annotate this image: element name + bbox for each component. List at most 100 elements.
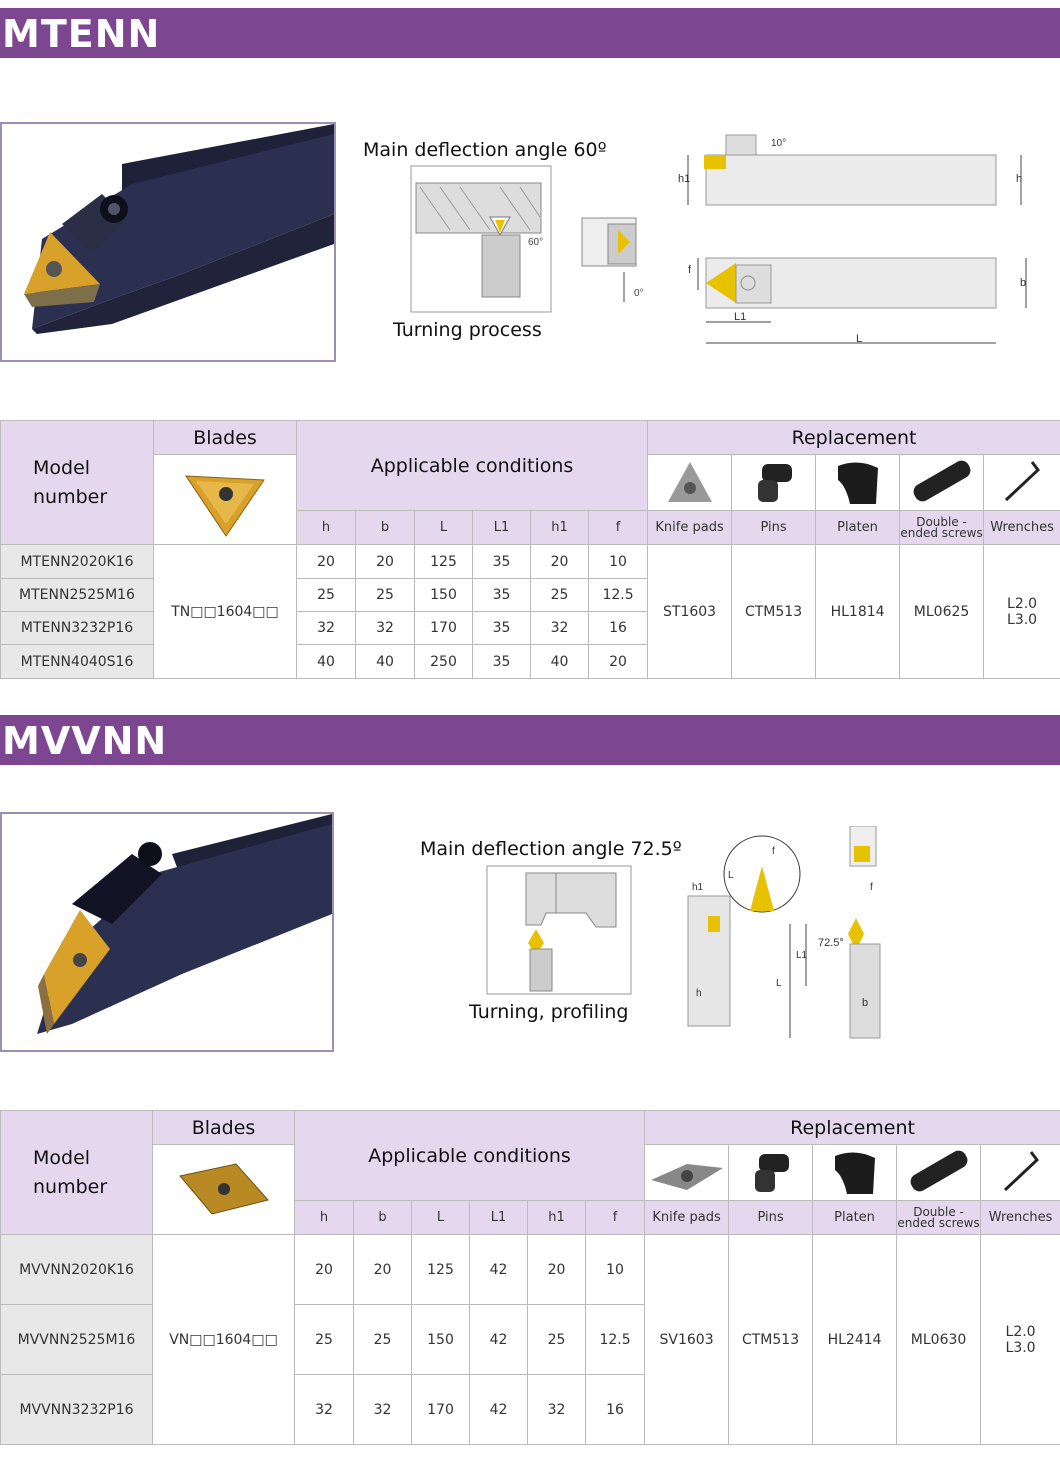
- f-label-2: f: [870, 882, 873, 893]
- value-cell: 25: [296, 578, 356, 612]
- mvvnn-spec-table: Model number Blades Applicable condition…: [0, 1110, 1060, 1445]
- value-cell: 16: [587, 611, 649, 645]
- process-caption-2: Turning, profiling: [469, 1001, 629, 1023]
- model-cell: MTENN2525M16: [0, 578, 154, 612]
- wrench-icon: [1003, 1150, 1039, 1191]
- screw-value: ML0625: [899, 544, 985, 679]
- value-cell: 10: [587, 544, 649, 579]
- cond-col-L1: L1: [472, 510, 531, 545]
- diagram-zero-label: 0°: [634, 288, 644, 299]
- value-cell: 16: [584, 1374, 646, 1445]
- value-cell: 25: [355, 578, 415, 612]
- diagram-angle-label: 60°: [528, 237, 543, 248]
- knife-pad-icon: [667, 461, 712, 502]
- pin-image: [731, 454, 817, 511]
- wrench-value-2: L3.0: [1005, 1339, 1036, 1356]
- dimension-diagram-2: L f h1 h L1 L 72.5° f b: [687, 826, 881, 1039]
- wrench-icon: [1005, 460, 1041, 501]
- section-title: MVVNN: [2, 719, 168, 763]
- value-cell: 32: [294, 1374, 354, 1445]
- blade-image-cell: [152, 1144, 295, 1235]
- pin-icon: [754, 1153, 789, 1192]
- repl-col-knife-pads: Knife pads: [644, 1200, 730, 1235]
- value-cell: 20: [355, 544, 415, 579]
- value-cell: 12.5: [587, 578, 649, 612]
- dimension-diagram: h1 h 10° f b L1 L: [678, 134, 1027, 345]
- tool-holder-image: [24, 124, 334, 334]
- f-label-inset: f: [772, 846, 775, 857]
- blade-code-cell: TN□□1604□□: [153, 544, 297, 679]
- value-cell: 10: [584, 1234, 646, 1305]
- model-cell: MTENN2020K16: [0, 544, 154, 579]
- value-cell: 20: [527, 1234, 586, 1305]
- value-cell: 40: [296, 644, 356, 679]
- h-label-2: h: [696, 988, 702, 999]
- platen-icon: [837, 461, 878, 504]
- table-row: MVVNN2020K16 VN□□1604□□ 20 20 125 42 20 …: [0, 1234, 1060, 1445]
- table-row: MTENN2020K16 TN□□1604□□ 20 20 125 35 20 …: [0, 544, 1060, 679]
- knife-pad-image: [644, 1144, 730, 1201]
- cond-col-L1: L1: [469, 1200, 528, 1235]
- mtenn-spec-table: Model number Blades Applicable condition…: [0, 420, 1060, 679]
- h1-label-2: h1: [692, 882, 704, 893]
- model-cell: MTENN4040S16: [0, 644, 154, 679]
- b-label: b: [1020, 277, 1026, 289]
- pin-icon: [757, 463, 792, 502]
- section-banner-mtenn: MTENN: [0, 8, 1060, 58]
- value-cell: 150: [414, 578, 473, 612]
- tool-holder-image-2: [37, 814, 332, 1034]
- cond-col-L: L: [411, 1200, 470, 1235]
- cond-col-L: L: [414, 510, 473, 545]
- value-cell: 32: [527, 1374, 586, 1445]
- repl-col-platen: Platen: [812, 1200, 898, 1235]
- applicable-conditions-header: Applicable conditions: [293, 1110, 646, 1201]
- repl-col-platen: Platen: [815, 510, 901, 545]
- L-label-inset: L: [728, 870, 734, 881]
- h1-label: h1: [678, 173, 690, 185]
- cond-col-f: f: [584, 1200, 646, 1235]
- h-label: h: [1016, 173, 1022, 185]
- wrench-value-1: L2.0: [1005, 1323, 1036, 1340]
- value-cell: 20: [587, 644, 649, 679]
- diamond-insert-icon: [178, 1162, 269, 1215]
- screw-value: ML0630: [896, 1234, 982, 1445]
- value-cell: 40: [355, 644, 415, 679]
- model-number-header: Model number: [0, 420, 154, 545]
- model-cell: MVVNN2020K16: [0, 1234, 153, 1305]
- cond-col-b: b: [355, 510, 415, 545]
- tool-holder-photo-2: [0, 812, 334, 1052]
- knife-pad-icon: [650, 1163, 723, 1190]
- blade-image-cell: [153, 454, 297, 545]
- cond-col-b: b: [353, 1200, 412, 1235]
- value-cell: 20: [530, 544, 589, 579]
- blades-header: Blades: [153, 420, 297, 455]
- f-label: f: [688, 264, 692, 276]
- wrench-value-2: L3.0: [1007, 611, 1038, 628]
- L1-label-2: L1: [796, 950, 808, 961]
- value-cell: 25: [353, 1304, 412, 1375]
- triangle-insert-icon: [185, 474, 265, 537]
- cond-col-h1: h1: [527, 1200, 586, 1235]
- section-banner-mvvnn: MVVNN: [0, 715, 1060, 765]
- value-cell: 32: [530, 611, 589, 645]
- knife-pad-value: SV1603: [644, 1234, 730, 1445]
- wrench-image: [983, 454, 1060, 511]
- value-cell: 150: [411, 1304, 470, 1375]
- value-cell: 125: [411, 1234, 470, 1305]
- blades-header: Blades: [152, 1110, 295, 1145]
- process-caption: Turning process: [393, 319, 542, 341]
- table-row: MTENN2525M16 25 25 150 35 25 12.5: [0, 578, 1060, 612]
- value-cell: 25: [530, 578, 589, 612]
- knife-pad-value: ST1603: [647, 544, 733, 679]
- value-cell: 35: [472, 578, 531, 612]
- pin-value: CTM513: [728, 1234, 814, 1445]
- value-cell: 125: [414, 544, 473, 579]
- table-row: MVVNN3232P16 32 32 170 42 32 16: [0, 1374, 1060, 1445]
- double-ended-screw-icon: [913, 460, 970, 501]
- value-cell: 42: [469, 1234, 528, 1305]
- screw-image: [899, 454, 985, 511]
- applicable-conditions-header: Applicable conditions: [295, 420, 649, 511]
- wrench-value-1: L2.0: [1007, 595, 1038, 612]
- b-label-2: b: [862, 997, 868, 1009]
